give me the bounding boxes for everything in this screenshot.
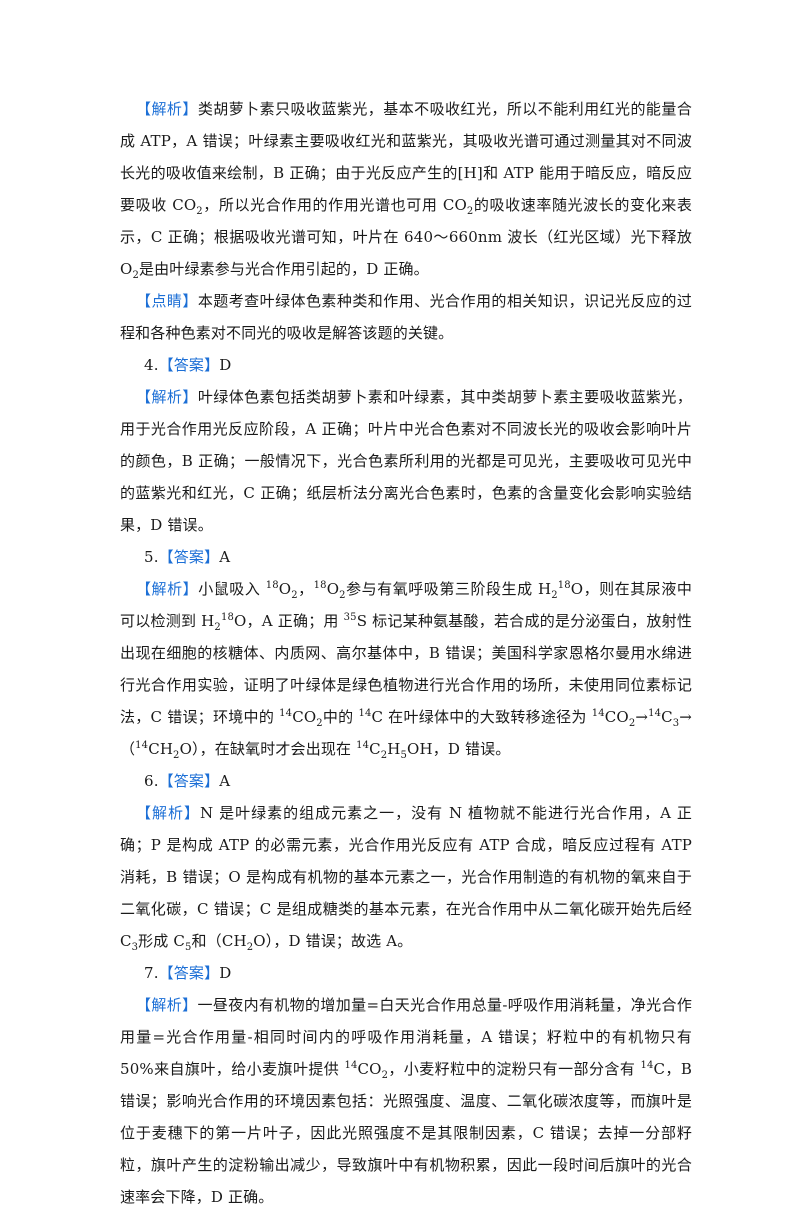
document-page: 【解析】类胡萝卜素只吸收蓝紫光，基本不吸收红光，所以不能利用红光的能量合成 AT… [120, 100, 693, 1206]
answer-line-4: 4.【答案】D [120, 349, 692, 381]
question-number: 4. [144, 356, 159, 374]
analysis-label: 【解析】 [136, 580, 199, 598]
tip-label: 【点睛】 [136, 292, 198, 310]
answer-line-6: 6.【答案】A [120, 765, 692, 797]
question-number: 7. [144, 964, 159, 982]
analysis-paragraph-7: 【解析】一昼夜内有机物的增加量=白天光合作用总量-呼吸作用消耗量，净光合作用量=… [120, 996, 692, 1206]
answer-label: 【答案】 [158, 772, 220, 790]
analysis-label: 【解析】 [136, 804, 201, 822]
analysis-paragraph-4: 【解析】叶绿体色素包括类胡萝卜素和叶绿素，其中类胡萝卜素主要吸收蓝紫光，用于光合… [120, 388, 692, 534]
answer-value: D [219, 964, 232, 982]
analysis-label: 【解析】 [136, 996, 198, 1014]
answer-label: 【答案】 [158, 964, 220, 982]
question-number: 5. [144, 548, 159, 566]
question-number: 6. [144, 772, 159, 790]
answer-label: 【答案】 [158, 548, 220, 566]
answer-value: D [219, 356, 232, 374]
analysis-paragraph-5: 【解析】小鼠吸入 18O2，18O2参与有氧呼吸第三阶段生成 H218O，则在其… [120, 580, 693, 761]
analysis-paragraph-3: 【解析】类胡萝卜素只吸收蓝紫光，基本不吸收红光，所以不能利用红光的能量合成 AT… [120, 100, 692, 281]
answer-line-5: 5.【答案】A [120, 541, 692, 573]
analysis-label: 【解析】 [136, 388, 198, 406]
analysis-paragraph-6: 【解析】N 是叶绿素的组成元素之一，没有 N 植物就不能进行光合作用，A 正确；… [120, 804, 692, 953]
answer-value: A [219, 772, 231, 790]
analysis-label: 【解析】 [136, 100, 198, 118]
answer-value: A [219, 548, 231, 566]
answer-label: 【答案】 [158, 356, 220, 374]
answer-line-7: 7.【答案】D [120, 957, 692, 989]
tip-paragraph-3: 【点睛】本题考查叶绿体色素种类和作用、光合作用的相关知识，识记光反应的过程和各种… [120, 292, 692, 342]
